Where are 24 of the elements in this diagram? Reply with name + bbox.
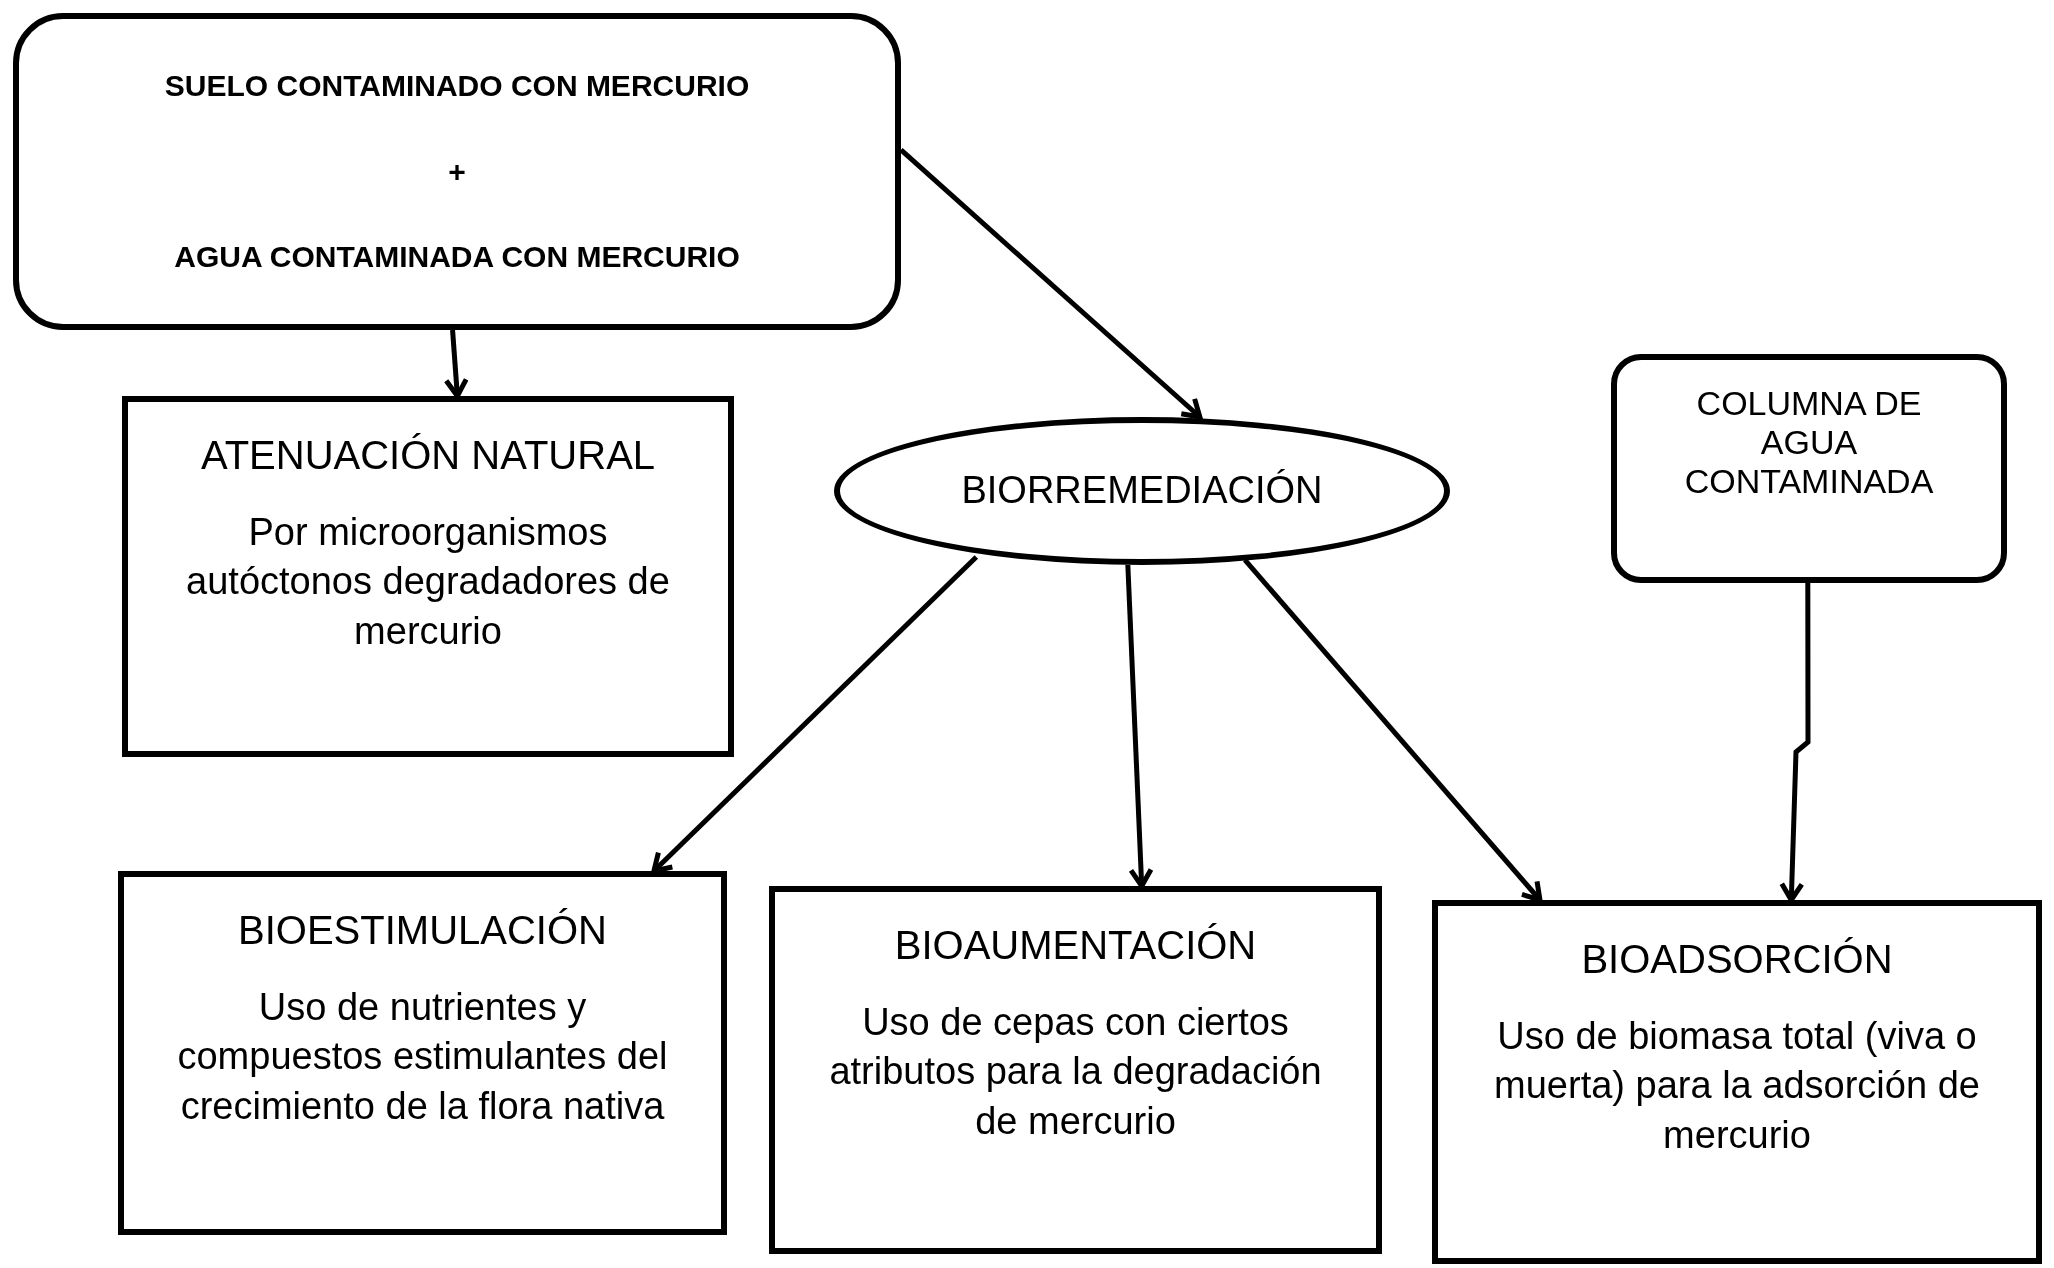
- process-box: [118, 871, 727, 1235]
- arrow: [651, 555, 979, 874]
- arrow: [1125, 564, 1154, 889]
- box-description: Uso de biomasa total (viva o muerta) para la adsorción de mercurio: [1493, 1014, 1981, 1158]
- arrow: [899, 148, 1203, 420]
- box-title: BIOESTIMULACIÓN: [238, 907, 607, 954]
- box-description: Uso de nutrientes y compuestos estimulantes del crecimiento de la flora nativa: [176, 985, 669, 1129]
- process-box: [769, 886, 1382, 1254]
- arrow: [1779, 583, 1811, 903]
- plus-sign: +: [448, 153, 466, 190]
- process-box: [1432, 900, 2042, 1264]
- box-text: SUELO CONTAMINADO CON MERCURIO: [164, 68, 750, 105]
- rounded-box: [1611, 354, 2007, 583]
- arrow: [443, 329, 469, 399]
- rounded-box: [13, 13, 901, 330]
- process-box: [122, 396, 734, 757]
- node-title: BIORREMEDIACIÓN: [961, 468, 1323, 514]
- box-description: Uso de cepas con ciertos atributos para la degradación de mercurio: [828, 1000, 1323, 1144]
- box-text: COLUMNA DE AGUA CONTAMINADA: [1683, 384, 1935, 502]
- box-title: BIOAUMENTACIÓN: [894, 922, 1257, 969]
- box-text: AGUA CONTAMINADA CON MERCURIO: [174, 239, 740, 276]
- box-description: Por microorganismos autóctonos degradadores de mercurio: [185, 510, 671, 654]
- box-title: ATENUACIÓN NATURAL: [200, 432, 656, 479]
- box-title: BIOADSORCIÓN: [1581, 936, 1893, 983]
